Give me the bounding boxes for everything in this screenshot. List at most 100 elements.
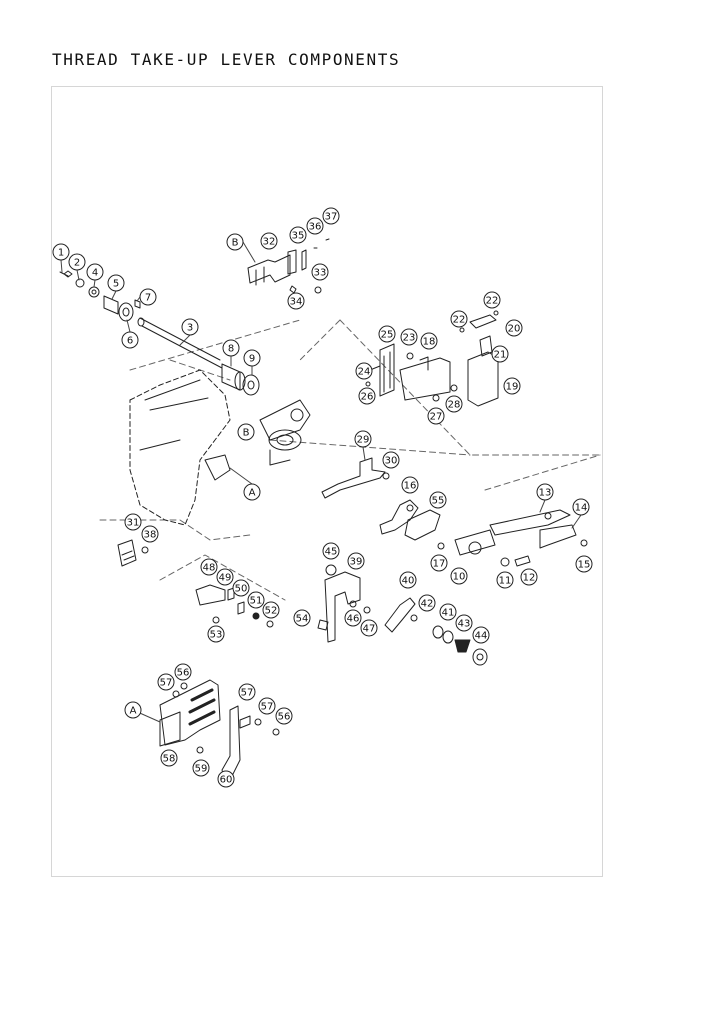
callout-circle: [360, 619, 378, 637]
callout-circle: [260, 232, 278, 250]
callout-circle: [496, 571, 514, 589]
part-callout: 32: [260, 232, 278, 250]
part-callout: 40: [399, 571, 417, 589]
part-callout: 37: [322, 207, 340, 225]
callout-circle: [238, 683, 256, 701]
part-callout: 9: [243, 349, 261, 367]
callout-number: 54: [296, 614, 309, 625]
part-callout: 14: [572, 498, 590, 516]
callout-number: 44: [475, 631, 488, 642]
callout-number: 23: [403, 333, 416, 344]
callout-number: 36: [309, 222, 322, 233]
callout-circle: [575, 555, 593, 573]
callout-circle: [124, 701, 142, 719]
callout-number: 28: [448, 400, 461, 411]
part-callout: 20: [505, 319, 523, 337]
diagram-frame: [51, 86, 603, 877]
callout-circle: [572, 498, 590, 516]
part-callout: 24: [355, 362, 373, 380]
callout-number: 47: [363, 624, 376, 635]
callout-number: 16: [404, 481, 417, 492]
part-callout: 34: [287, 292, 305, 310]
part-callout: 39: [347, 552, 365, 570]
callout-circle: [247, 591, 265, 609]
callout-circle: [181, 318, 199, 336]
callout-circle: [200, 558, 218, 576]
part-callout: 49: [216, 568, 234, 586]
callout-number: 60: [220, 775, 233, 786]
callout-number: 19: [506, 382, 519, 393]
part-callout: 43: [455, 614, 473, 632]
callout-circle: [429, 491, 447, 509]
machine-housing: [129, 369, 311, 526]
callout-circle: [354, 430, 372, 448]
callout-circle: [520, 568, 538, 586]
callout-number: 52: [265, 606, 278, 617]
callout-circle: [160, 749, 178, 767]
callout-number: 13: [539, 488, 552, 499]
part-callout: 42: [418, 594, 436, 612]
callout-circle: [505, 319, 523, 337]
callout-number: 18: [423, 337, 436, 348]
callout-number: 15: [578, 560, 591, 571]
part-callout: 13: [536, 483, 554, 501]
part-callout: 28: [445, 395, 463, 413]
callout-circle: [355, 362, 373, 380]
part-callout: 15: [575, 555, 593, 573]
part-callout: 52: [262, 601, 280, 619]
callout-circle: [491, 345, 509, 363]
callout-circle: [378, 325, 396, 343]
callout-circle: [207, 625, 225, 643]
callout-circle: [157, 673, 175, 691]
callout-circle: [503, 377, 521, 395]
part-callout: 4: [86, 263, 104, 281]
callout-circle: [311, 263, 329, 281]
part-callout: 33: [311, 263, 329, 281]
part-callout: 48: [200, 558, 218, 576]
callout-number: 55: [432, 496, 445, 507]
callout-number: 35: [292, 231, 305, 242]
callout-circle: [217, 770, 235, 788]
part-callout: 56: [174, 663, 192, 681]
callout-circle: [216, 568, 234, 586]
callout-number: 57: [241, 688, 254, 699]
callout-circle: [400, 328, 418, 346]
callout-circle: [222, 339, 240, 357]
callout-number: 14: [575, 503, 588, 514]
callout-number: 32: [263, 237, 276, 248]
part-callout: 6: [121, 331, 139, 349]
callout-circle: [401, 476, 419, 494]
part-callout: 35: [289, 226, 307, 244]
part-callout: 22: [483, 291, 501, 309]
part-callout: 55: [429, 491, 447, 509]
callout-number: 10: [453, 572, 466, 583]
part-callout: 2: [68, 253, 86, 271]
part-callout: 51: [247, 591, 265, 609]
callout-circle: [322, 207, 340, 225]
part-callout: 36: [306, 217, 324, 235]
callout-number: 20: [508, 324, 521, 335]
callout-number: B: [232, 238, 239, 249]
callout-number: 48: [203, 563, 216, 574]
part-callout: 17: [430, 554, 448, 572]
callout-circle: [243, 349, 261, 367]
callout-circle: [293, 609, 311, 627]
part-callout: 8: [222, 339, 240, 357]
callout-number: 51: [250, 596, 263, 607]
callout-circle: [358, 387, 376, 405]
part-callout: 53: [207, 625, 225, 643]
callout-circle: [237, 423, 255, 441]
part-callout: 46: [344, 609, 362, 627]
callout-number: 17: [433, 559, 446, 570]
callout-circle: [322, 542, 340, 560]
callout-circle: [232, 579, 250, 597]
part-callout: 16: [401, 476, 419, 494]
callout-number: 12: [523, 573, 536, 584]
callout-number: 5: [113, 279, 119, 290]
callout-circle: [472, 626, 490, 644]
part-callout: B: [226, 233, 244, 251]
part-callout: 45: [322, 542, 340, 560]
callout-number: 6: [127, 336, 133, 347]
